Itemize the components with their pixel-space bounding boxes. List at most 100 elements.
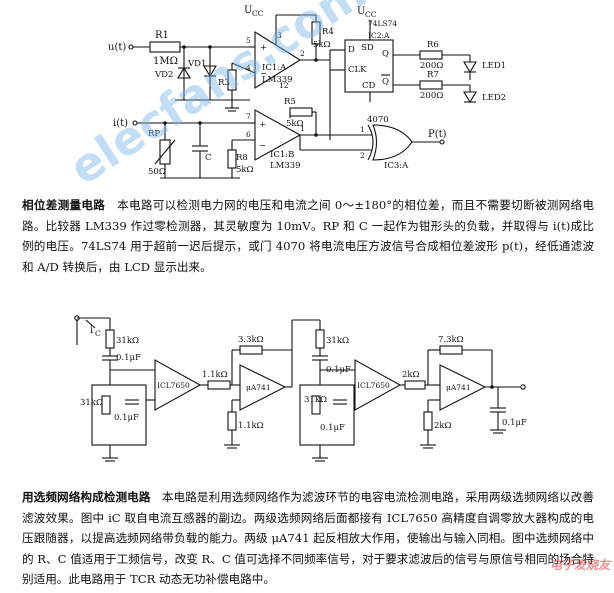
label-rp-value: 50Ω (148, 167, 166, 177)
svg-text:Q: Q (382, 77, 389, 87)
svg-text:1: 1 (360, 125, 365, 134)
label-vd2: VD2 (154, 70, 173, 80)
svg-text:2: 2 (360, 151, 365, 160)
watermark-corner-logo: 电子发烧友 (549, 558, 610, 572)
comparator-ic1a (254, 31, 302, 89)
svg-text:5: 5 (246, 36, 251, 45)
label-lm339b: LM339 (270, 161, 301, 171)
opamp-ua741-2 (439, 364, 487, 411)
svg-text:CD: CD (362, 81, 376, 91)
label-r3: R3 (218, 78, 230, 88)
svg-text:0.1μF: 0.1μF (320, 423, 345, 433)
filter-network-1 (91, 384, 147, 446)
label-r7-value: 200Ω (420, 91, 443, 101)
output-terminal-p (439, 139, 445, 145)
label-r4-value: 5kΩ (313, 40, 331, 50)
diode-vd2 (177, 66, 191, 79)
label-r6: R6 (427, 40, 439, 50)
label-r5: R5 (284, 97, 296, 107)
svg-text:−: − (260, 69, 267, 79)
svg-text:CLK: CLK (348, 65, 367, 75)
label-r4: R4 (322, 27, 334, 37)
label-vd1: VD1 (187, 59, 206, 69)
selective-network-circuit: i C 31kΩ 0.1μF 31kΩ 0.1μF ICL7650 1.1kΩ (74, 315, 527, 462)
led1-symbol (463, 61, 477, 74)
label-ic3a: IC3:A (384, 161, 409, 171)
label-4070: 4070 (367, 115, 389, 125)
resistor-31k-a (105, 329, 115, 349)
xor-gate-ic3a (367, 124, 374, 161)
label-ic1a: IC1:A (262, 63, 287, 73)
resistor-r5 (289, 107, 313, 117)
paragraph-1-title: 相位差测量电路 (22, 198, 106, 212)
label-pt: P(t) (428, 129, 447, 140)
svg-text:1.1kΩ: 1.1kΩ (202, 370, 228, 380)
label-lm339a: LM339 (262, 75, 293, 85)
label-r6-value: 200Ω (420, 61, 443, 71)
resistor-r7 (419, 80, 443, 90)
label-ic1b: IC1:B (270, 150, 294, 160)
input-terminal-u (128, 44, 134, 50)
label-r1: R1 (155, 30, 169, 41)
resistor-2k-a (404, 380, 426, 390)
resistor-1p1k-b (227, 411, 237, 431)
svg-text:−: − (259, 141, 266, 151)
resistor-7p3k (439, 345, 463, 355)
svg-text:7.3kΩ: 7.3kΩ (438, 335, 464, 345)
svg-text:31kΩ: 31kΩ (326, 336, 349, 346)
svg-text:7: 7 (246, 112, 251, 121)
filter-network-2 (299, 384, 355, 446)
label-c: C (205, 153, 212, 163)
svg-text:C: C (95, 329, 101, 338)
svg-text:0.1μF: 0.1μF (502, 418, 527, 428)
label-rp: RP (148, 129, 160, 139)
svg-text:6: 6 (246, 130, 251, 139)
label-r5-value: 5kΩ (286, 119, 304, 129)
svg-text:2kΩ: 2kΩ (434, 421, 452, 431)
svg-text:1.1kΩ: 1.1kΩ (238, 421, 264, 431)
resistor-31k-d (311, 395, 321, 415)
paragraph-1-text: 本电路可以检测电力网的电压和电流之间 0～±180°的相位差，而且不需要切断被测… (22, 198, 594, 274)
svg-text:0.1μF: 0.1μF (116, 353, 141, 363)
resistor-1p1k-a (207, 380, 231, 390)
svg-text:+: + (259, 120, 266, 130)
svg-text:μA741: μA741 (446, 383, 471, 392)
comparator-ic1b (254, 109, 302, 161)
paragraph-2-title: 用选频网络构成检测电路 (22, 490, 151, 504)
opamp-icl7650-2 (354, 359, 402, 411)
description-paragraph-1: 相位差测量电路 本电路可以检测电力网的电压和电流之间 0～±180°的相位差，而… (22, 195, 594, 277)
resistor-31k-c (315, 329, 325, 349)
label-led2: LED2 (482, 93, 506, 103)
svg-text:31kΩ: 31kΩ (116, 336, 139, 346)
svg-text:ICL7650: ICL7650 (157, 381, 190, 390)
svg-text:SD: SD (361, 43, 374, 53)
label-r1-value: 1MΩ (153, 56, 178, 67)
resistor-3p3k (239, 345, 263, 355)
svg-text:4: 4 (246, 63, 251, 72)
label-ut: u(t) (108, 42, 126, 53)
svg-text:ICL7650: ICL7650 (357, 381, 390, 390)
label-ucc1: U (244, 5, 252, 16)
paragraph-2-text: 本电路是利用选频网络作为滤波环节的电容电流检测电路，采用两级选频网络以改善滤波效… (22, 490, 594, 586)
label-r7: R7 (427, 70, 439, 80)
svg-text:3.3kΩ: 3.3kΩ (238, 335, 264, 345)
label-r8: R8 (236, 153, 248, 163)
svg-text:2kΩ: 2kΩ (402, 370, 420, 380)
resistor-r1 (149, 41, 181, 53)
description-paragraph-2: 用选频网络构成检测电路 本电路是利用选频网络作为滤波环节的电容电流检测电路，采用… (22, 487, 594, 590)
flipflop-ic2a (344, 39, 394, 93)
opamp-icl7650-1 (154, 359, 202, 411)
label-74ls74: 74LS74 (368, 19, 397, 28)
opamp-ua741-1 (239, 364, 287, 411)
resistor-31k-b (101, 395, 111, 415)
diode-vd1 (203, 65, 217, 78)
svg-text:12: 12 (279, 81, 289, 90)
svg-text:CC: CC (365, 10, 377, 19)
output-terminal (520, 384, 526, 390)
svg-text:CC: CC (252, 9, 264, 18)
label-ic: i (90, 325, 93, 336)
label-ic2a: IC2:A (368, 31, 390, 40)
resistor-2k-b (423, 411, 433, 431)
svg-text:2: 2 (300, 49, 305, 58)
